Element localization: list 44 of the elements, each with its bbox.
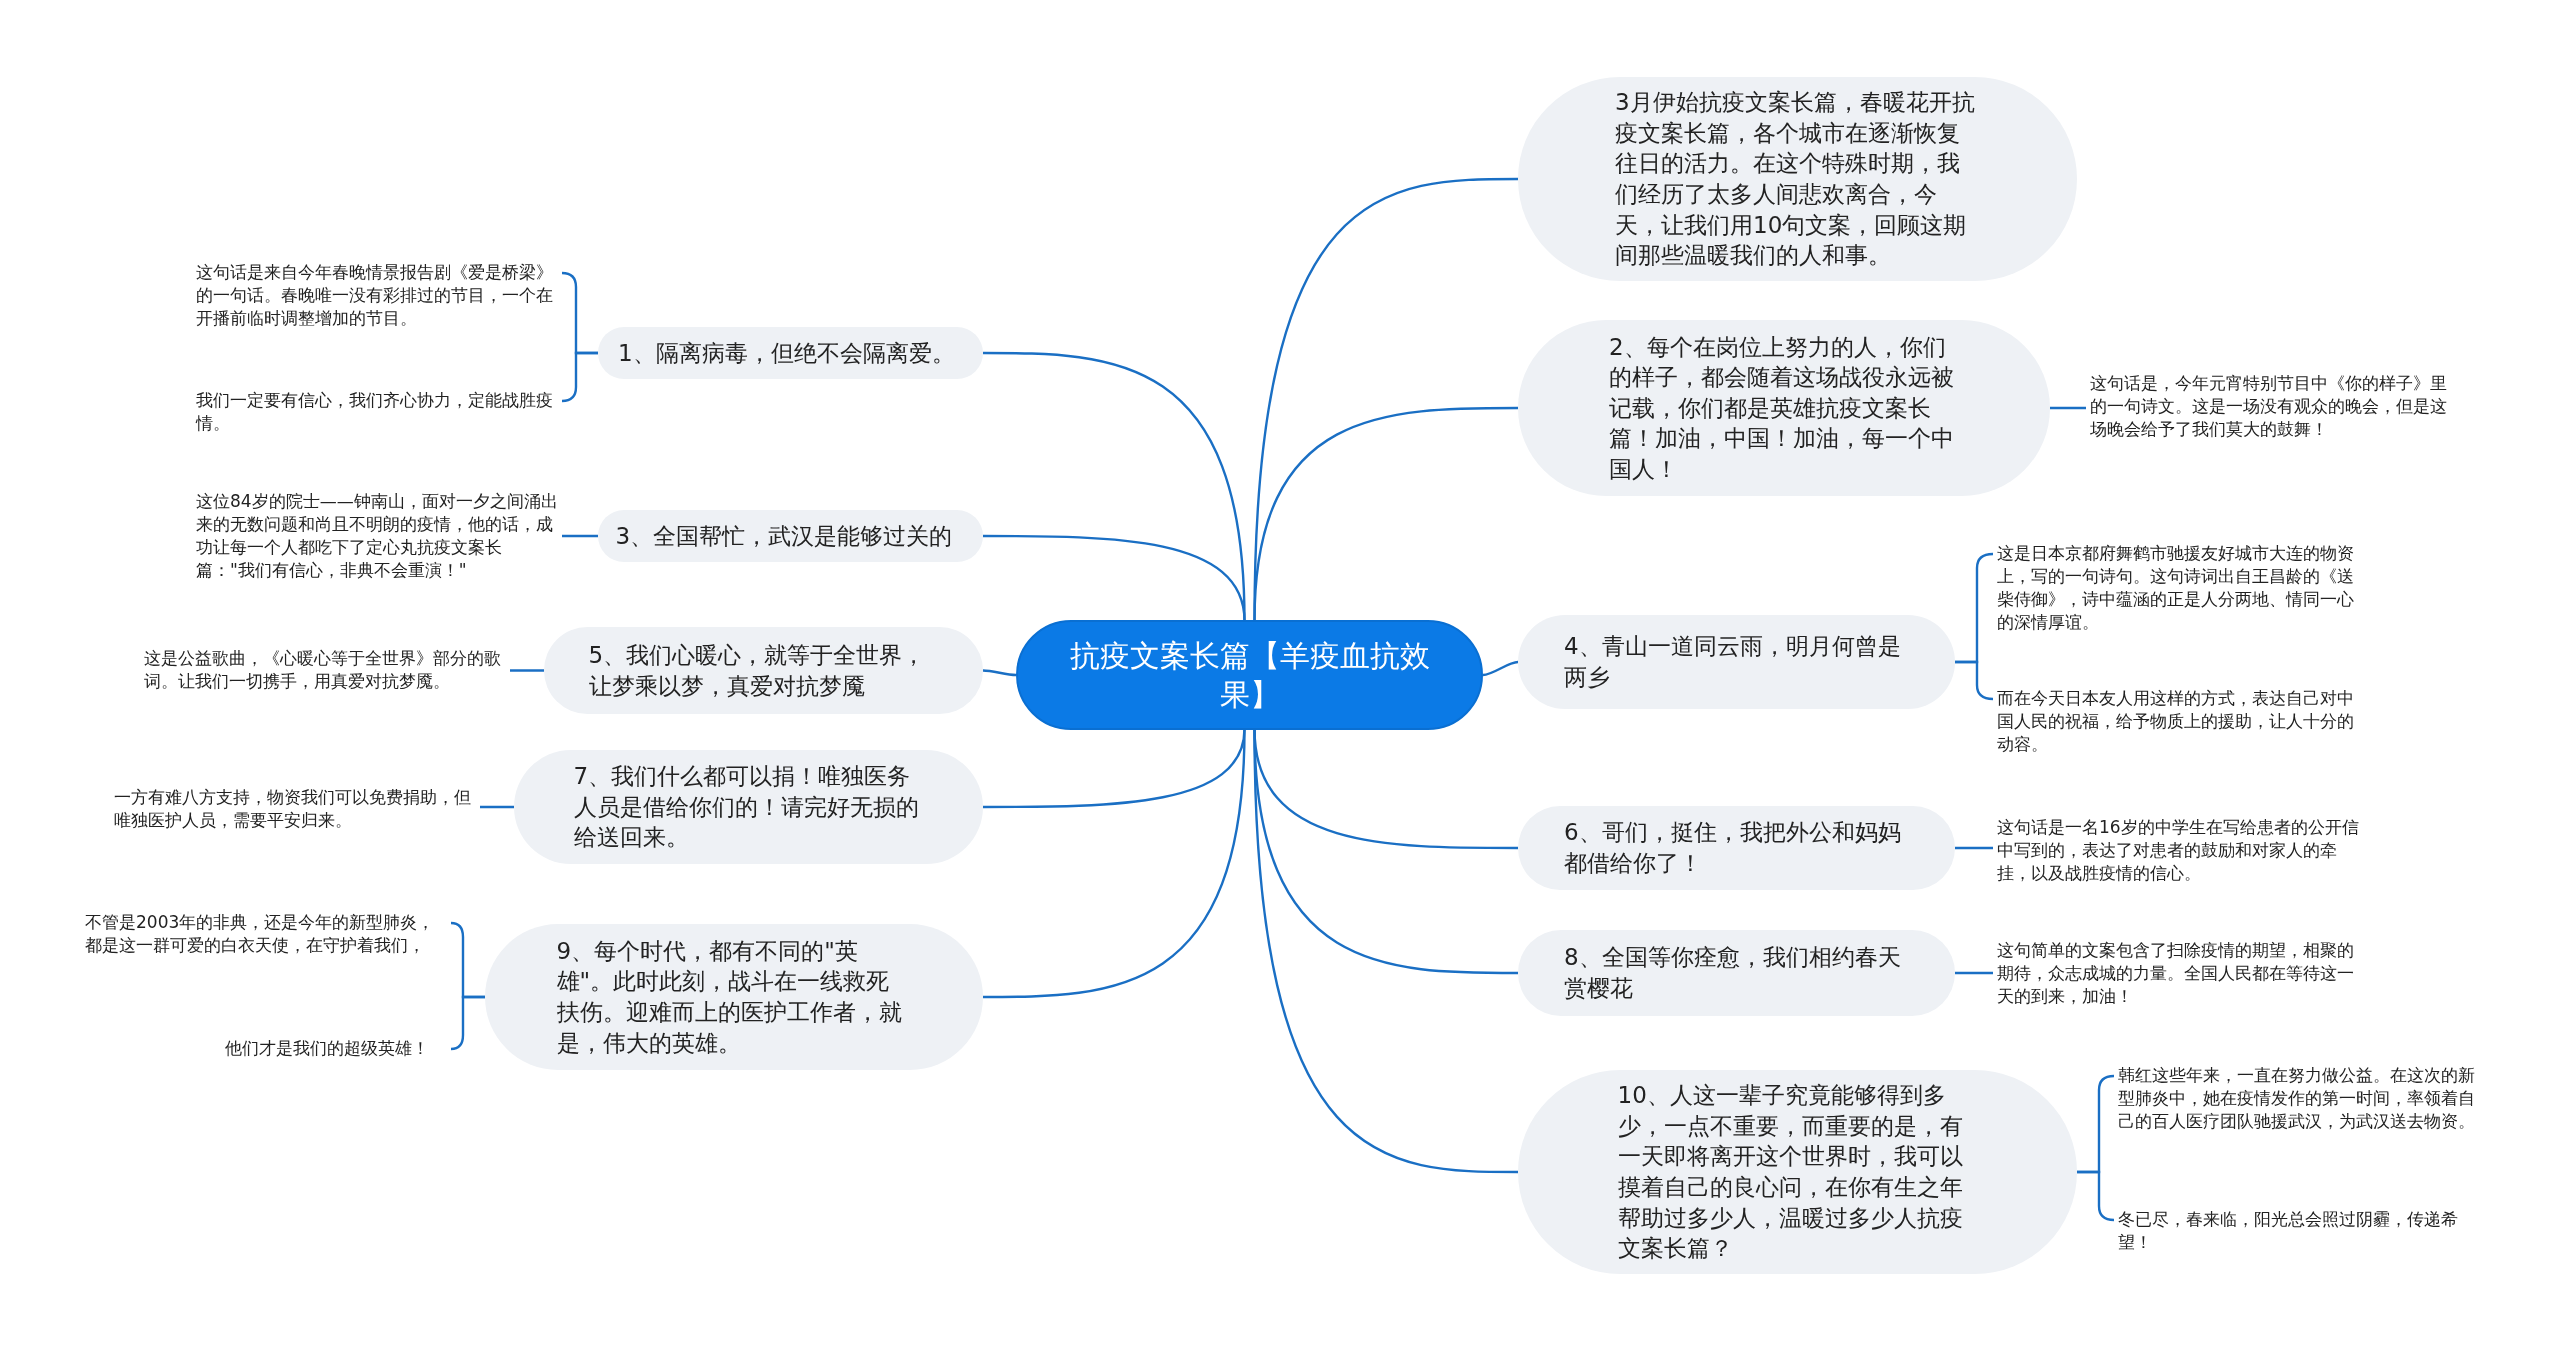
- note-text: 这是日本京都府舞鹤市驰援友好城市大连的物资上，写的一句诗句。这句诗词出自王昌龄的《送柴侍御》，诗中蕴涵的正是人分两地、情同一心的深情厚谊。: [1997, 542, 2355, 634]
- connector-line: [1253, 728, 1518, 1174]
- note-text: 这位84岁的院士——钟南山，面对一夕之间涌出来的无数问题和尚且不明朗的疫情，他的话，成功让每一个人都吃下了定心丸抗疫文案长篇："我们有信心，非典不会重演！": [196, 490, 558, 582]
- topic-text: 2、每个在岗位上努力的人，你们的样子，都会随着这场战役永远被记载，你们都是英雄抗疫文案长篇！加油，中国！加油，每一个中国人！: [1609, 332, 1955, 484]
- topic-text: 3、全国帮忙，武汉是能够过关的: [615, 521, 954, 551]
- connector-line: [450, 995, 485, 1051]
- connector-line: [562, 534, 598, 538]
- connector-line: [480, 805, 514, 809]
- topic-pill: [598, 510, 983, 562]
- topic-text: 9、每个时代，都有不同的"英雄"。此时此刻，战斗在一线救死扶伤。迎难而上的医护工作者，就是，伟大的英雄。: [556, 936, 903, 1058]
- connector-line: [1253, 406, 1518, 622]
- topic-text: 3月伊始抗疫文案长篇，春暖花开抗疫文案长篇，各个城市在逐渐恢复往日的活力。在这个特殊时期，我们经历了太多人间悲欢离合，今天，让我们用10句文案，回顾这期间那些温暖我们的人和事。: [1615, 88, 1976, 271]
- note-text: 这句话是一名16岁的中学生在写给患者的公开信中写到的，表达了对患者的鼓励和对家人的牵挂，以及战胜疫情的信心。: [1997, 816, 2359, 885]
- connector-line: [982, 669, 1017, 677]
- note-text: 这句简单的文案包含了扫除疫情的期望，相聚的期待，众志成城的力量。全国人民都在等待这一天的到来，加油！: [1997, 939, 2355, 1008]
- connector-line: [1955, 846, 1993, 850]
- connector-line: [1955, 660, 1994, 701]
- topic-text: 6、哥们，挺住，我把外公和妈妈都借给你了！: [1564, 818, 1902, 878]
- connector-line: [983, 728, 1246, 999]
- note-text: 不管是2003年的非典，还是今年的新型肺炎，都是这一群可爱的白衣天使，在守护着我们，: [85, 911, 436, 957]
- connector-line: [1482, 660, 1519, 677]
- topic-text: 10、人这一辈子究竟能够得到多少，一点不重要，而重要的是，有一天即将离开这个世界时，我可以摸着自己的良心问，在你有生之年帮助过多少人，温暖过多少人抗疫文案长篇？: [1617, 1081, 1964, 1264]
- connector-line: [510, 669, 544, 672]
- topic-text: 4、青山一道同云雨，明月何曾是两乡: [1564, 632, 1902, 692]
- topic-text: 8、全国等你痊愈，我们相约春天赏樱花: [1564, 943, 1902, 1003]
- connector-line: [2050, 406, 2086, 410]
- note-text: 我们一定要有信心，我们齐心协力，定能战胜疫情。: [196, 389, 554, 435]
- topic-pill: [598, 327, 983, 379]
- note-text: 一方有难八方支持，物资我们可以免费捐助，但唯独医护人员，需要平安归来。: [114, 786, 472, 832]
- note-text: 这句话是来自今年春晚情景报告剧《爱是桥梁》的一句话。春晚唯一没有彩排过的节目，一个在开播前临时调整增加的节目。: [196, 261, 554, 330]
- central-topic-text: 抗疫文案长篇【羊疫血抗效果】: [1068, 637, 1431, 714]
- topic-text: 7、我们什么都可以捐！唯独医务人员是借给你们的！请完好无损的给送回来。: [573, 762, 920, 853]
- connector-line: [2077, 1170, 2115, 1222]
- note-text: 他们才是我们的超级英雄！: [225, 1037, 430, 1060]
- connector-line: [983, 534, 1246, 622]
- note-text: 这句话是，今年元宵特别节目中《你的样子》里的一句诗文。这是一场没有观众的晚会，但是这场晚会给予了我们莫大的鼓舞！: [2090, 372, 2448, 441]
- connector-line: [561, 351, 598, 403]
- note-text: 冬已尽，春来临，阳光总会照过阴霾，传递希望！: [2118, 1208, 2459, 1254]
- note-text: 这是公益歌曲，《心暖心等于全世界》部分的歌词。让我们一切携手，用真爱对抗梦魇。: [144, 647, 502, 693]
- note-text: 而在今天日本友人用这样的方式，表达自己对中国人民的祝福，给予物质上的援助，让人十分的动容。: [1997, 687, 2355, 756]
- topic-text: 5、我们心暖心，就等于全世界，让梦乘以梦，真爱对抗梦魇: [588, 640, 927, 701]
- note-text: 韩红这些年来，一直在努力做公益。在这次的新型肺炎中，她在疫情发作的第一时间，率领着自己的百人医疗团队驰援武汉，为武汉送去物资。: [2118, 1064, 2476, 1133]
- topic-text: 1、隔离病毒，但绝不会隔离爱。: [618, 338, 956, 368]
- connector-line: [1955, 971, 1993, 975]
